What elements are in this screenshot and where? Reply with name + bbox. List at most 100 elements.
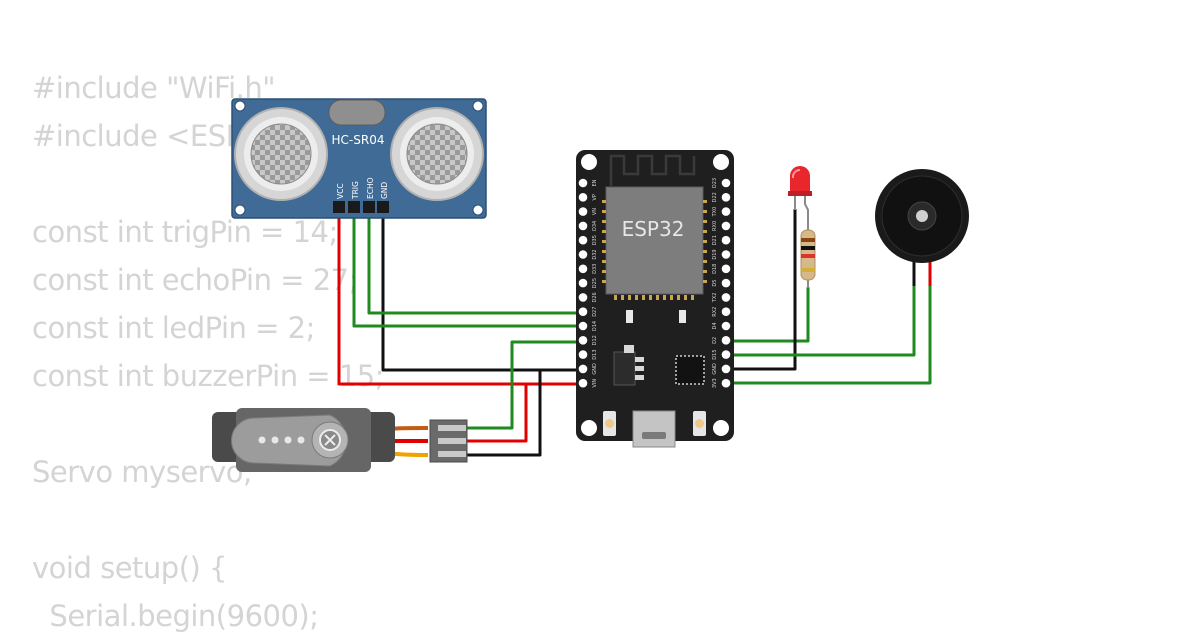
pin-vp[interactable] bbox=[578, 193, 588, 202]
pin-d33[interactable] bbox=[578, 264, 588, 274]
resistor-band bbox=[801, 246, 815, 250]
pin-label: D19 bbox=[712, 249, 718, 259]
pin-rx2[interactable] bbox=[721, 307, 731, 317]
pin-label: D4 bbox=[712, 322, 718, 329]
code-line: const int echoPin = 27; bbox=[32, 263, 358, 297]
piezo-buzzer[interactable] bbox=[875, 169, 969, 286]
pin-d2[interactable] bbox=[721, 336, 731, 345]
pin-d14[interactable] bbox=[578, 321, 588, 331]
pin-label: D5 bbox=[712, 280, 718, 287]
code-line: void setup() { bbox=[32, 551, 227, 585]
esp32-board[interactable]: ESP32 ENVPVND34D35D32D33D25D26D27D14D12D… bbox=[576, 150, 734, 448]
wire-led-to-d2[interactable] bbox=[724, 286, 810, 343]
pin-vn[interactable] bbox=[578, 207, 588, 216]
pin-label: D34 bbox=[592, 221, 598, 231]
wire-servo-power[interactable] bbox=[466, 382, 585, 443]
resistor-band bbox=[801, 238, 815, 242]
pin-d13[interactable] bbox=[578, 350, 588, 359]
pin-en[interactable] bbox=[578, 178, 588, 188]
pin-label: D35 bbox=[592, 235, 598, 245]
regulator-pin bbox=[635, 357, 644, 362]
usb-chip bbox=[675, 355, 705, 385]
pin-label: D21 bbox=[712, 235, 718, 245]
usb-port[interactable] bbox=[632, 410, 676, 448]
wire-vcc-to-vin[interactable] bbox=[337, 210, 585, 386]
pin-label: VIN bbox=[592, 379, 598, 388]
right-pin-header[interactable]: D23D22TX0RX0D21D19D18D5TX2RX2D4D2D15GND3… bbox=[712, 178, 731, 388]
resistor-band bbox=[801, 268, 815, 272]
pin-label: D25 bbox=[592, 278, 598, 288]
pin-vin[interactable] bbox=[578, 378, 588, 388]
pin-label: D26 bbox=[592, 292, 598, 302]
wire-buzzer-to-d15[interactable] bbox=[724, 282, 916, 357]
pin-label: TX0 bbox=[712, 207, 718, 218]
pin-label: GND bbox=[592, 363, 598, 375]
led-leg bbox=[804, 196, 809, 222]
pin-d12[interactable] bbox=[578, 336, 588, 345]
wire-servo-signal[interactable] bbox=[466, 340, 585, 430]
sensor-header-pins[interactable] bbox=[333, 201, 389, 213]
antenna-trace bbox=[609, 154, 696, 186]
pin-d22[interactable] bbox=[721, 193, 731, 202]
pin-label: 3V3 bbox=[712, 378, 718, 388]
smd-part bbox=[626, 310, 633, 323]
wire-servo-ground[interactable] bbox=[466, 368, 585, 457]
pin-d21[interactable] bbox=[721, 235, 731, 245]
pin-3v3[interactable] bbox=[721, 378, 731, 388]
pin-label: VN bbox=[592, 208, 598, 215]
pin-label: D23 bbox=[712, 178, 718, 188]
wires bbox=[337, 208, 932, 457]
resistor[interactable] bbox=[800, 222, 816, 288]
wire-sensor-gnd[interactable] bbox=[381, 210, 585, 372]
wire-led-gnd[interactable] bbox=[724, 208, 797, 371]
resistor-band bbox=[801, 254, 815, 258]
servo-motor[interactable] bbox=[212, 408, 468, 472]
code-line: const int ledPin = 2; bbox=[32, 311, 315, 345]
code-line: const int trigPin = 14; bbox=[32, 215, 338, 249]
pin-d34[interactable] bbox=[578, 221, 588, 231]
pin-label: D22 bbox=[712, 192, 718, 202]
code-line: const int buzzerPin = 15; bbox=[32, 359, 384, 393]
wire-buzzer-3v3[interactable] bbox=[724, 282, 932, 385]
ultrasonic-sensor[interactable]: HC-SR04 VCC TRIG ECHO GND bbox=[231, 98, 487, 219]
pin-d35[interactable] bbox=[578, 235, 588, 245]
pin-d4[interactable] bbox=[721, 321, 731, 331]
pin-d18[interactable] bbox=[721, 264, 731, 274]
wire-trig-to-d14[interactable] bbox=[352, 210, 585, 328]
pin-label: TX2 bbox=[712, 293, 718, 304]
transducer-left bbox=[234, 107, 328, 201]
voltage-regulator bbox=[613, 351, 636, 386]
pin-label: D15 bbox=[712, 349, 718, 359]
pin-tx2[interactable] bbox=[721, 293, 731, 302]
esp32-module bbox=[605, 186, 704, 295]
boot-button-cap[interactable] bbox=[695, 419, 704, 428]
pin-label: D32 bbox=[592, 249, 598, 259]
sensor-label: HC-SR04 bbox=[332, 133, 385, 147]
led[interactable] bbox=[788, 166, 812, 222]
pin-label: VP bbox=[592, 194, 598, 200]
code-line: #include "WiFi.h" bbox=[32, 71, 276, 105]
wire-echo-to-d27[interactable] bbox=[367, 210, 585, 315]
pin-rx0[interactable] bbox=[721, 221, 731, 231]
regulator-tab bbox=[624, 345, 634, 353]
pin-d19[interactable] bbox=[721, 250, 731, 259]
pin-d27[interactable] bbox=[578, 307, 588, 317]
pin-tx0[interactable] bbox=[721, 207, 731, 216]
sensor-pin-label: VCC bbox=[336, 183, 345, 199]
pin-d23[interactable] bbox=[721, 178, 731, 188]
reset-button-cap[interactable] bbox=[605, 419, 614, 428]
pin-d5[interactable] bbox=[721, 278, 731, 288]
pin-label: D18 bbox=[712, 264, 718, 274]
left-pin-header[interactable]: ENVPVND34D35D32D33D25D26D27D14D12D13GNDV… bbox=[578, 178, 598, 388]
pin-d32[interactable] bbox=[578, 250, 588, 259]
pin-label: GND bbox=[712, 363, 718, 375]
pin-gnd[interactable] bbox=[578, 364, 588, 374]
pin-d25[interactable] bbox=[578, 278, 588, 288]
pin-d26[interactable] bbox=[578, 293, 588, 302]
pin-d15[interactable] bbox=[721, 350, 731, 359]
regulator-pin bbox=[635, 366, 644, 371]
pin-label: D13 bbox=[592, 349, 598, 359]
sensor-pin-label: GND bbox=[380, 182, 389, 199]
pin-gnd[interactable] bbox=[721, 364, 731, 374]
